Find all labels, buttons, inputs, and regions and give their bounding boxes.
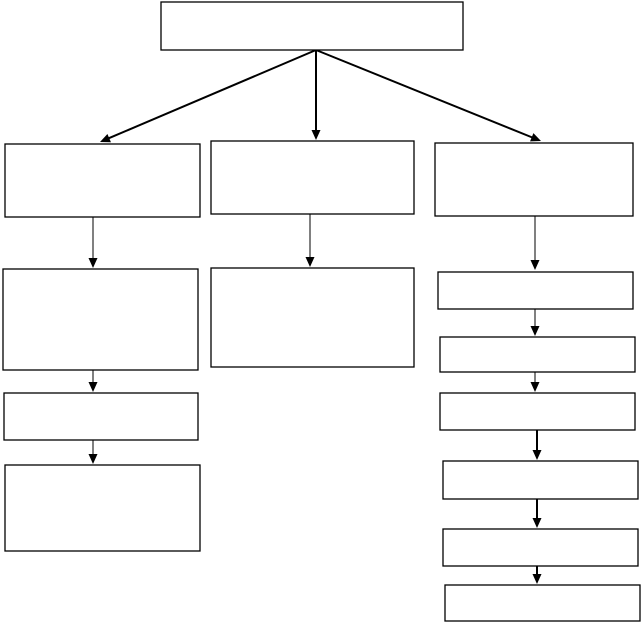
- arrow-right-4-to-right-5: [532, 430, 542, 460]
- arrow-left-3-to-left-4: [88, 440, 98, 464]
- arrowhead: [530, 326, 540, 336]
- box-rect: [442, 460, 639, 500]
- box-rect: [4, 143, 201, 218]
- arrow-left-2-to-left-3: [88, 370, 98, 392]
- arrow-line: [315, 49, 534, 139]
- arrow-root-to-left-1: [100, 49, 317, 143]
- arrow-right-1-to-right-2: [530, 216, 540, 270]
- box-rect: [210, 267, 415, 368]
- arrow-right-6-to-right-7: [532, 566, 542, 584]
- box-rect: [444, 584, 641, 622]
- box-right-4: [439, 392, 636, 431]
- box-right-5: [442, 460, 639, 500]
- arrow-root-to-right-1: [315, 49, 541, 142]
- box-rect: [439, 336, 636, 373]
- arrow-line: [107, 49, 317, 140]
- arrow-left-1-to-left-2: [88, 217, 98, 268]
- box-right-7: [444, 584, 641, 622]
- box-right-1: [434, 142, 634, 217]
- box-middle-1: [210, 140, 415, 215]
- arrowhead: [532, 574, 542, 584]
- box-right-2: [437, 271, 634, 310]
- edges-layer: [88, 49, 542, 584]
- arrow-middle-1-to-middle-2: [305, 214, 315, 267]
- box-rect: [439, 392, 636, 431]
- box-right-3: [439, 336, 636, 373]
- arrowhead: [532, 450, 542, 460]
- arrow-right-5-to-right-6: [532, 499, 542, 528]
- box-rect: [2, 268, 199, 371]
- arrowhead: [88, 382, 98, 392]
- arrow-right-3-to-right-4: [530, 372, 540, 392]
- box-rect: [210, 140, 415, 215]
- box-left-1: [4, 143, 201, 218]
- arrowhead: [530, 260, 540, 270]
- box-rect: [434, 142, 634, 217]
- box-left-3: [3, 392, 199, 441]
- box-middle-2: [210, 267, 415, 368]
- arrowhead: [88, 258, 98, 268]
- box-rect: [3, 392, 199, 441]
- arrowhead: [532, 518, 542, 528]
- box-right-6: [442, 528, 639, 567]
- arrowhead: [530, 133, 541, 142]
- arrow-root-to-middle-1: [311, 50, 321, 140]
- arrowhead: [530, 382, 540, 392]
- box-root: [160, 1, 464, 51]
- box-left-4: [4, 464, 201, 552]
- arrowhead: [311, 130, 321, 140]
- box-rect: [442, 528, 639, 567]
- box-left-2: [2, 268, 199, 371]
- arrow-right-2-to-right-3: [530, 309, 540, 336]
- box-rect: [437, 271, 634, 310]
- arrowhead: [305, 257, 315, 267]
- box-rect: [160, 1, 464, 51]
- arrowhead: [100, 133, 111, 143]
- arrowhead: [88, 454, 98, 464]
- box-rect: [4, 464, 201, 552]
